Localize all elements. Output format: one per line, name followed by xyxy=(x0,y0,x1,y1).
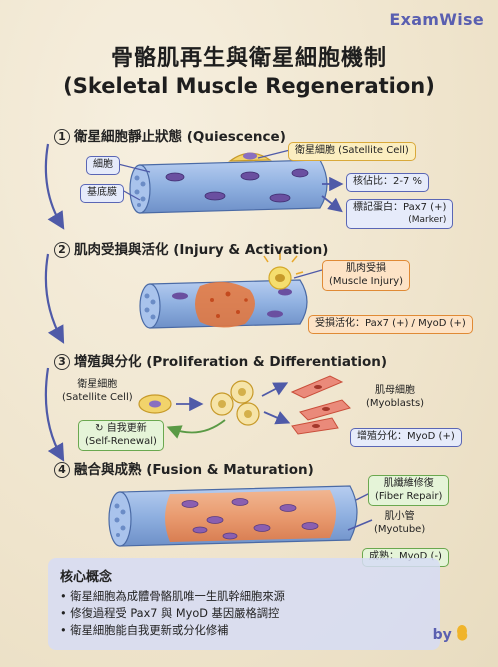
page-subtitle: (Skeletal Muscle Regeneration) xyxy=(63,74,435,98)
flow-arrows xyxy=(44,143,65,462)
muscle-fiber-step1 xyxy=(129,152,344,214)
muscle-fiber-step4 xyxy=(108,485,373,547)
concept-list: 衛星細胞為成體骨骼肌唯一生肌幹細胞來源 修復過程受 Pax7 與 MyoD 基因… xyxy=(60,588,428,639)
label-satellite-cell: 衛星細胞 (Satellite Cell) xyxy=(288,142,416,161)
page-title: 骨骼肌再生與衛星細胞機制 xyxy=(110,46,387,71)
label-fiber-repair: 肌纖維修復 (Fiber Repair) xyxy=(368,475,450,506)
label-self-renewal: ↻ 自我更新 (Self-Renewal) xyxy=(78,420,164,451)
label-cell: 細胞 xyxy=(86,156,120,175)
bulb-icon xyxy=(457,625,467,637)
concept-point: 衛星細胞為成體骨骼肌唯一生肌幹細胞來源 xyxy=(60,588,428,605)
concept-point: 衛星細胞能自我更新或分化修補 xyxy=(60,622,428,639)
label-nucleus-ratio: 核佔比：2-7 % xyxy=(346,173,430,192)
label-proliferation: 增殖分化：MyoD (+) xyxy=(350,428,462,447)
concept-point: 修復過程受 Pax7 與 MyoD 基因嚴格調控 xyxy=(60,605,428,622)
core-concept-box: 核心概念 衛星細胞為成體骨骼肌唯一生肌幹細胞來源 修復過程受 Pax7 與 My… xyxy=(48,558,440,650)
brand-logo: ExamWise xyxy=(389,10,484,29)
label-muscle-injury: 肌肉受損 (Muscle Injury) xyxy=(322,260,411,291)
concept-heading: 核心概念 xyxy=(60,570,113,585)
label-satellite-cell-step3: 衛星細胞 (Satellite Cell) xyxy=(62,379,133,403)
label-activation: 受損活化：Pax7 (+) / MyoD (+) xyxy=(308,315,473,334)
proliferation-step3 xyxy=(138,375,351,439)
label-myoblasts: 肌母細胞 (Myoblasts) xyxy=(366,385,425,409)
bulb-icon: ● xyxy=(456,628,468,643)
label-basement-membrane: 基底膜 xyxy=(80,184,124,203)
label-marker: 標記蛋白：Pax7 (+) (Marker) xyxy=(346,199,454,229)
footer-credit: by ● xyxy=(432,627,468,643)
muscle-fiber-step2 xyxy=(139,253,308,329)
label-myotube: 肌小管 (Myotube) xyxy=(374,511,426,535)
